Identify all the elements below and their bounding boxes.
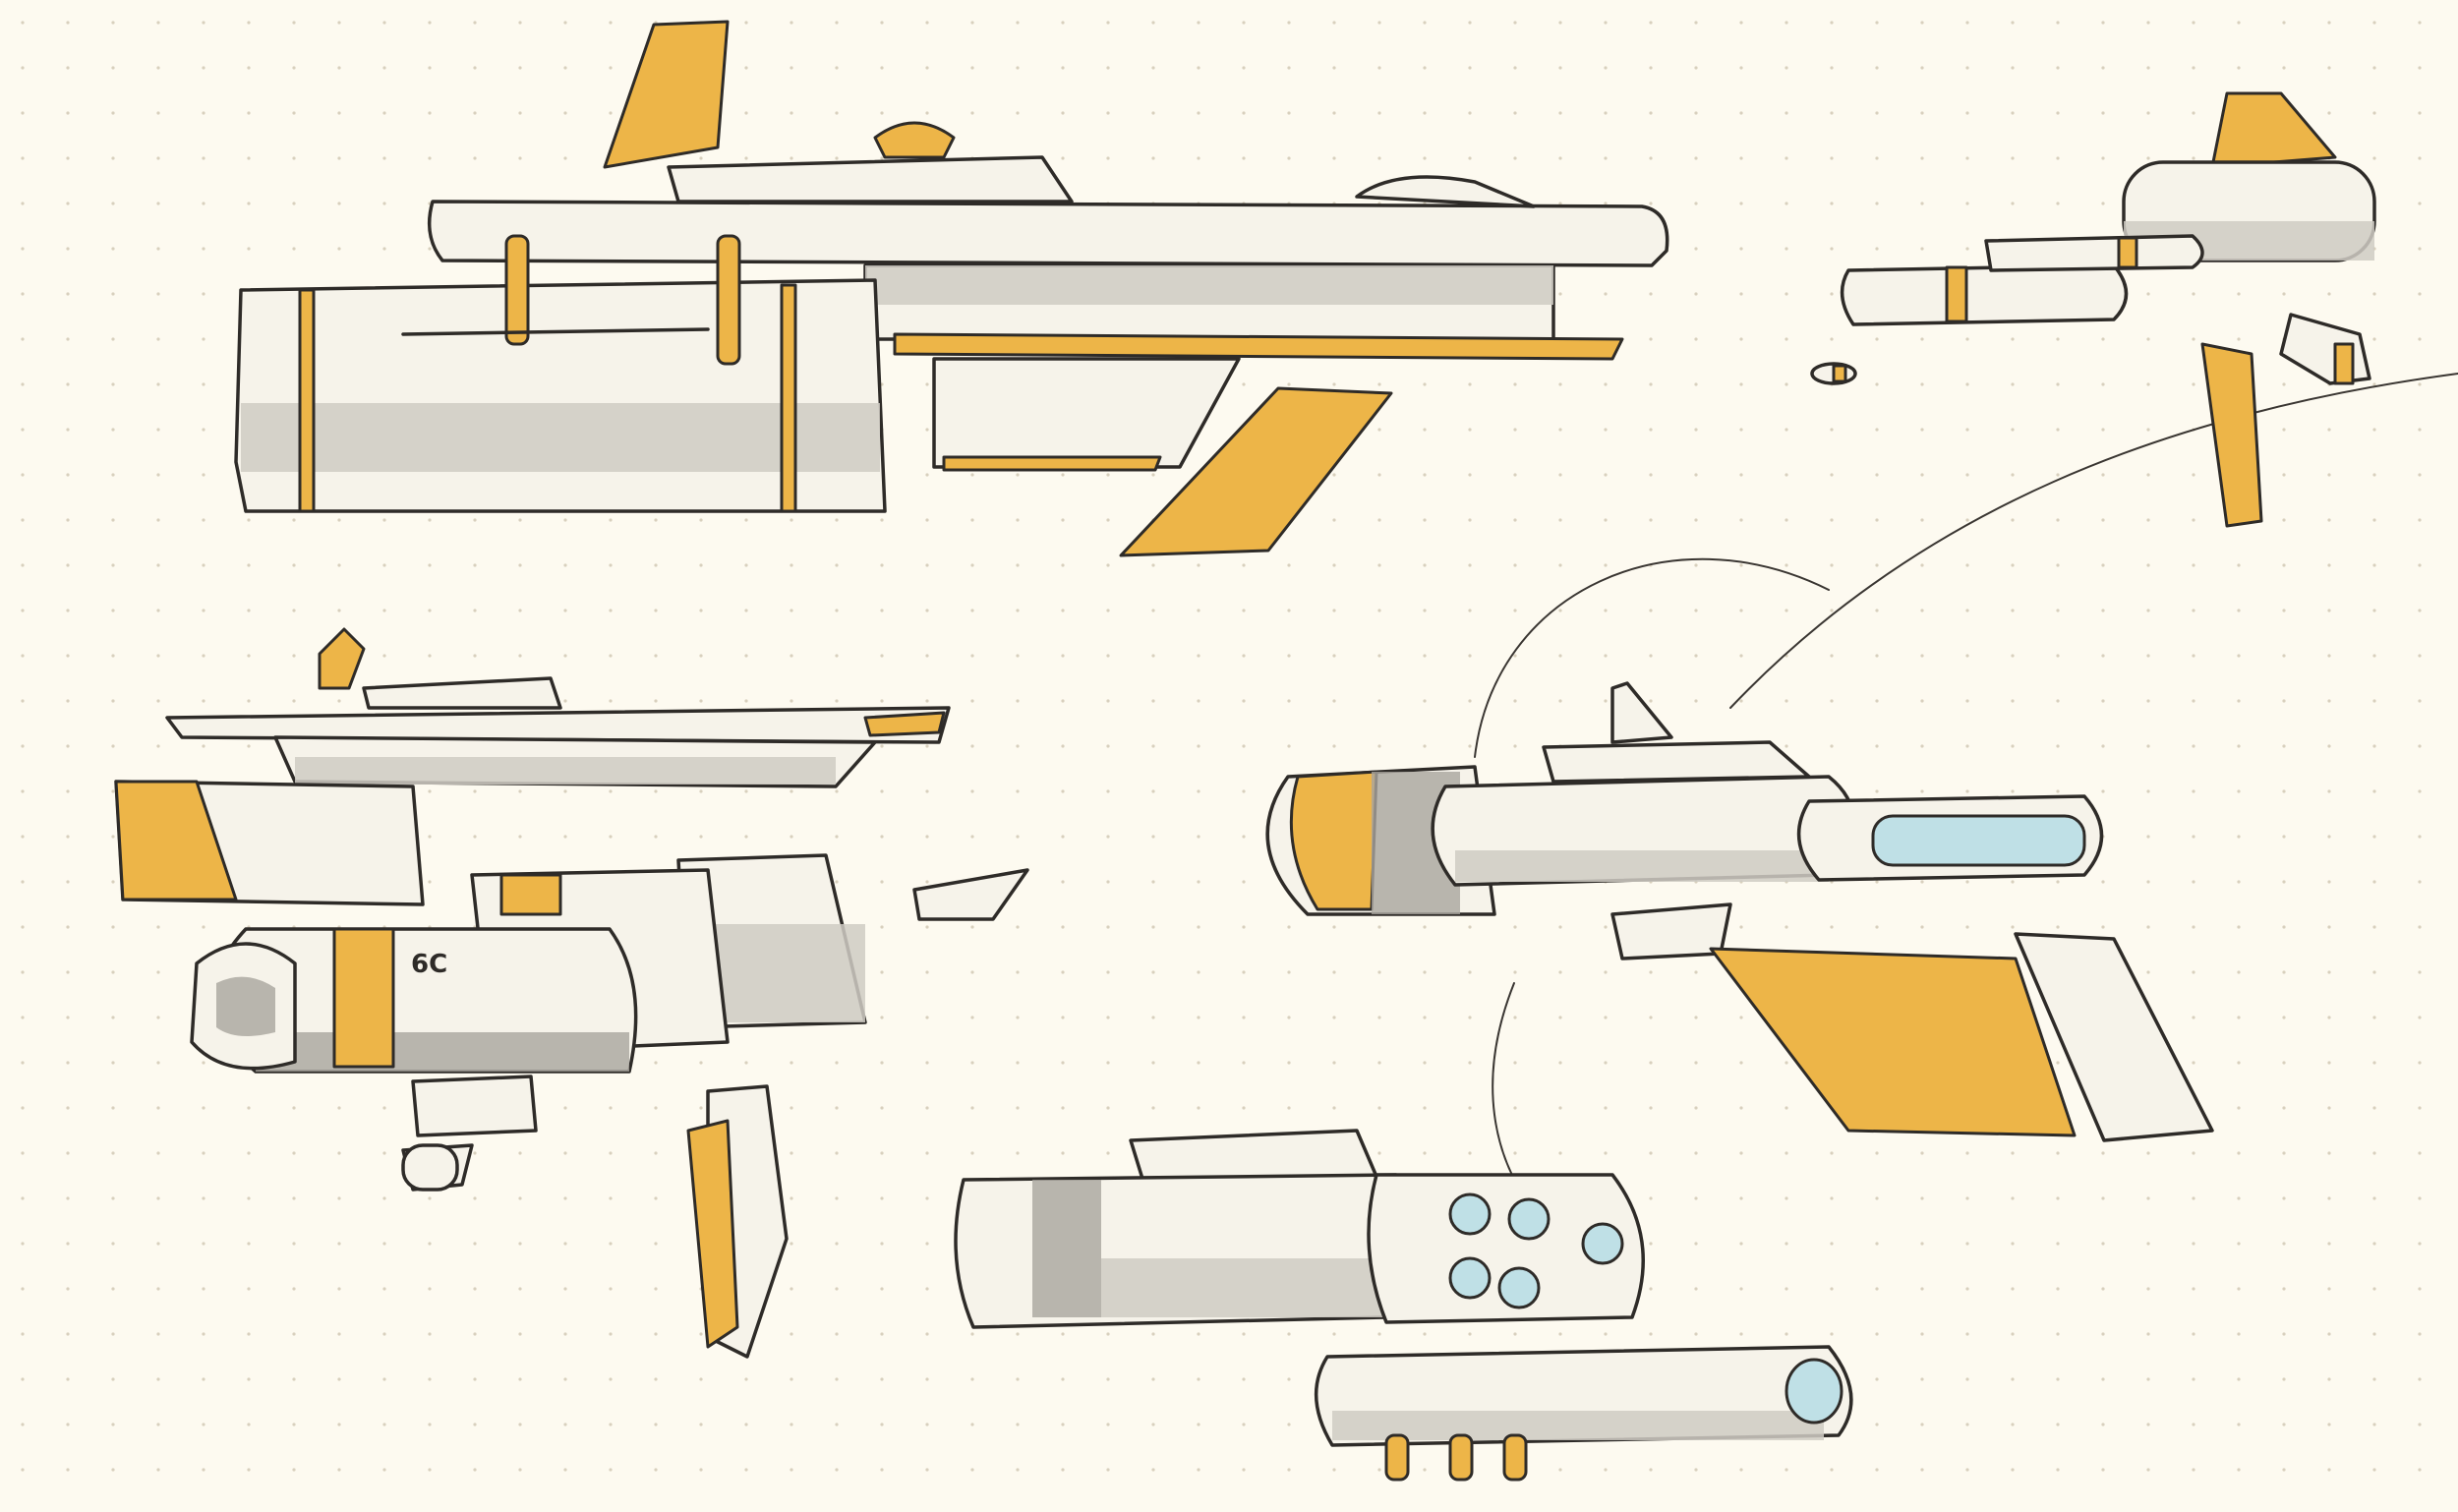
ship-center-right-cruiser — [1265, 681, 2214, 1142]
ship-mid-left-deck — [114, 627, 951, 906]
ship-bottom-center-frigate — [954, 1129, 1853, 1482]
ship-top-left-carrier — [234, 20, 1669, 557]
ship-bottom-left-gunship — [190, 853, 1029, 1359]
ship-top-right-fighter — [1810, 91, 2376, 528]
hull-marking-text: 6C — [411, 950, 448, 979]
